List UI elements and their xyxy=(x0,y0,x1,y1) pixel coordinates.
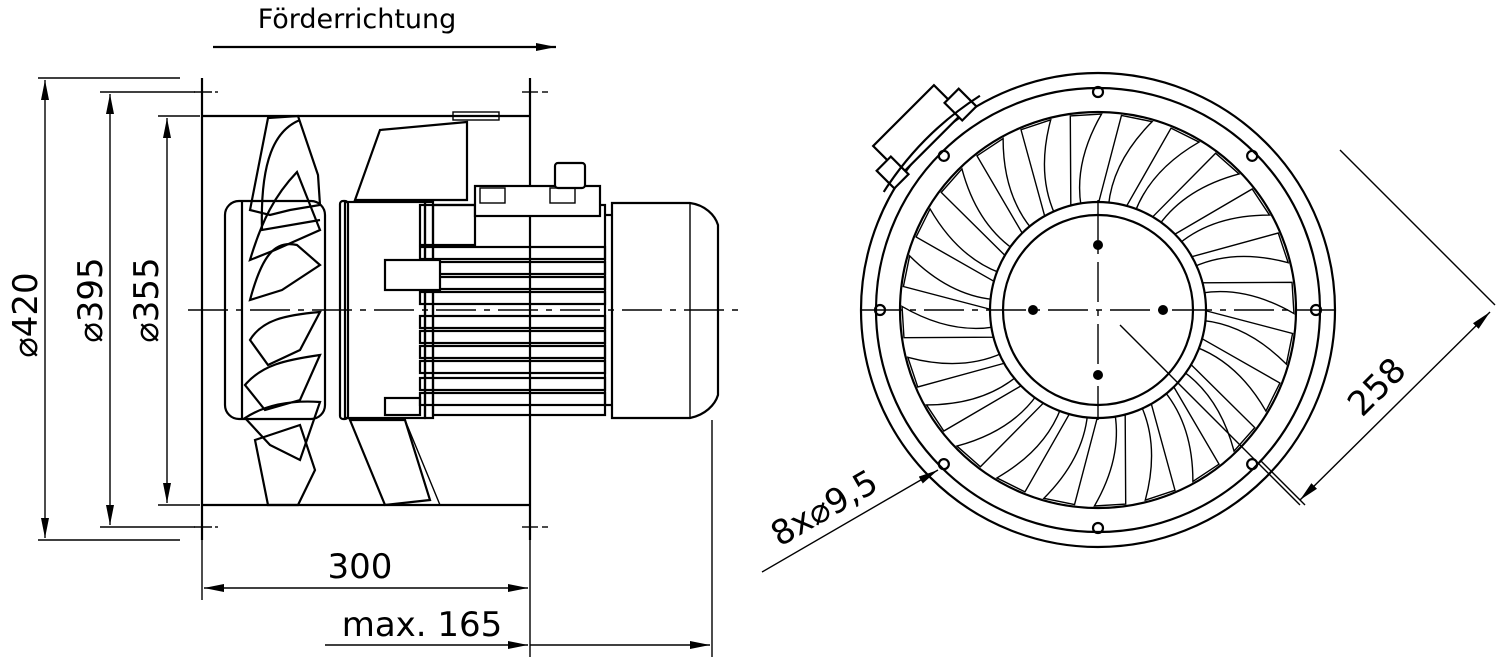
blade xyxy=(955,394,1047,468)
blade xyxy=(1163,383,1220,483)
blade xyxy=(995,407,1072,493)
flow-direction: Förderrichtung xyxy=(213,4,556,51)
blade xyxy=(1187,232,1290,268)
flow-direction-label: Förderrichtung xyxy=(258,4,457,35)
dim-258: 258 xyxy=(1340,350,1414,424)
bolt-hole xyxy=(1091,521,1105,535)
terminal-box xyxy=(473,184,602,218)
extension-lines xyxy=(38,77,713,657)
blade xyxy=(1195,336,1281,413)
dim-420: ⌀420 xyxy=(6,272,46,357)
housing xyxy=(194,78,548,540)
blade xyxy=(1198,281,1295,315)
bolt-hole xyxy=(1091,85,1105,99)
bolt-hole xyxy=(937,149,950,162)
hub-hole xyxy=(1028,305,1038,315)
blade xyxy=(1182,361,1256,453)
fan-cover xyxy=(610,201,720,420)
cable-gland xyxy=(553,161,587,190)
blade xyxy=(1020,118,1056,221)
blade xyxy=(1149,152,1241,226)
bolt-hole xyxy=(937,458,950,471)
hole-leader xyxy=(761,469,939,573)
blade xyxy=(915,207,1001,284)
blades xyxy=(901,113,1295,507)
dim-line-258 xyxy=(1299,311,1491,501)
terminal-box-front xyxy=(871,83,981,193)
side-view: ⌀420 ⌀395 ⌀355 300 max. 165 xyxy=(6,77,742,657)
blade xyxy=(906,352,1009,388)
dim-300: 300 xyxy=(328,547,393,587)
bolt-hole xyxy=(1246,458,1259,471)
blade xyxy=(1093,410,1127,507)
front-view: 258 8x⌀9,5 xyxy=(761,71,1496,573)
blade xyxy=(902,254,995,311)
bolt-hole xyxy=(1246,149,1259,162)
blade xyxy=(976,137,1033,237)
housing-clip xyxy=(452,111,500,121)
blade xyxy=(925,375,1025,432)
blade xyxy=(1171,188,1271,245)
dim-max-165: max. 165 xyxy=(342,605,503,645)
blade xyxy=(1042,413,1099,506)
blade xyxy=(1069,113,1103,210)
blade xyxy=(1140,399,1176,502)
hub-hole xyxy=(1093,240,1103,250)
motor xyxy=(338,161,720,421)
dim-395: ⌀395 xyxy=(71,257,111,342)
dim-355: ⌀355 xyxy=(127,257,167,342)
blade xyxy=(1124,127,1201,213)
blade xyxy=(901,305,998,339)
blade xyxy=(1097,114,1154,207)
blade xyxy=(1201,309,1294,366)
dim-holes: 8x⌀9,5 xyxy=(764,462,885,555)
blade xyxy=(940,167,1014,259)
